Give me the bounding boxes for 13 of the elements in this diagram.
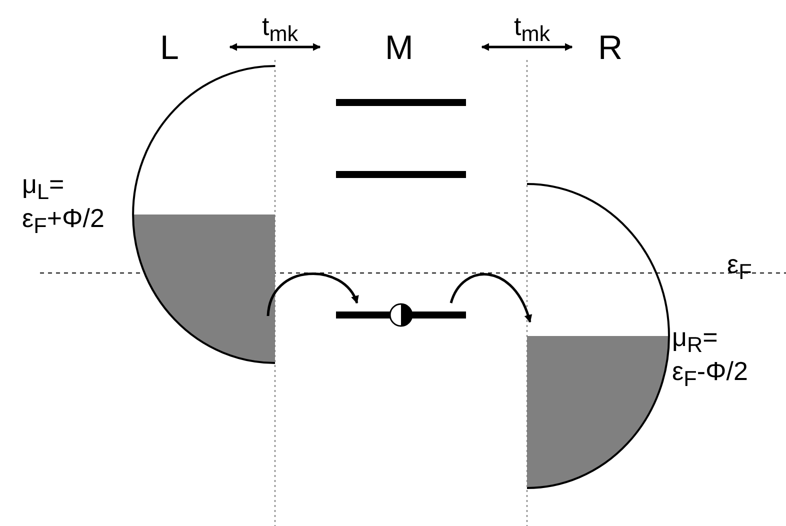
energy-level bbox=[336, 99, 466, 106]
coupling-label: t$_{mk}$ bbox=[262, 12, 298, 46]
fermi-level-label: ε$_{F}$ bbox=[727, 250, 752, 284]
hopping-arrow bbox=[266, 272, 358, 316]
chemical-potential-label: μ$_{R}$= ε$_{F}$-Φ/2 bbox=[672, 323, 748, 392]
energy-level bbox=[336, 171, 466, 178]
hopping-arrow bbox=[450, 273, 532, 323]
coupling-label: t$_{mk}$ bbox=[514, 12, 550, 46]
chemical-potential-label: μ$_{L}$= ε$_{F}$+Φ/2 bbox=[22, 170, 104, 238]
molecule-label: M bbox=[385, 30, 414, 68]
lead-label: L bbox=[160, 30, 179, 68]
occupied-energy-level bbox=[336, 303, 466, 327]
lead-label: R bbox=[598, 30, 623, 68]
